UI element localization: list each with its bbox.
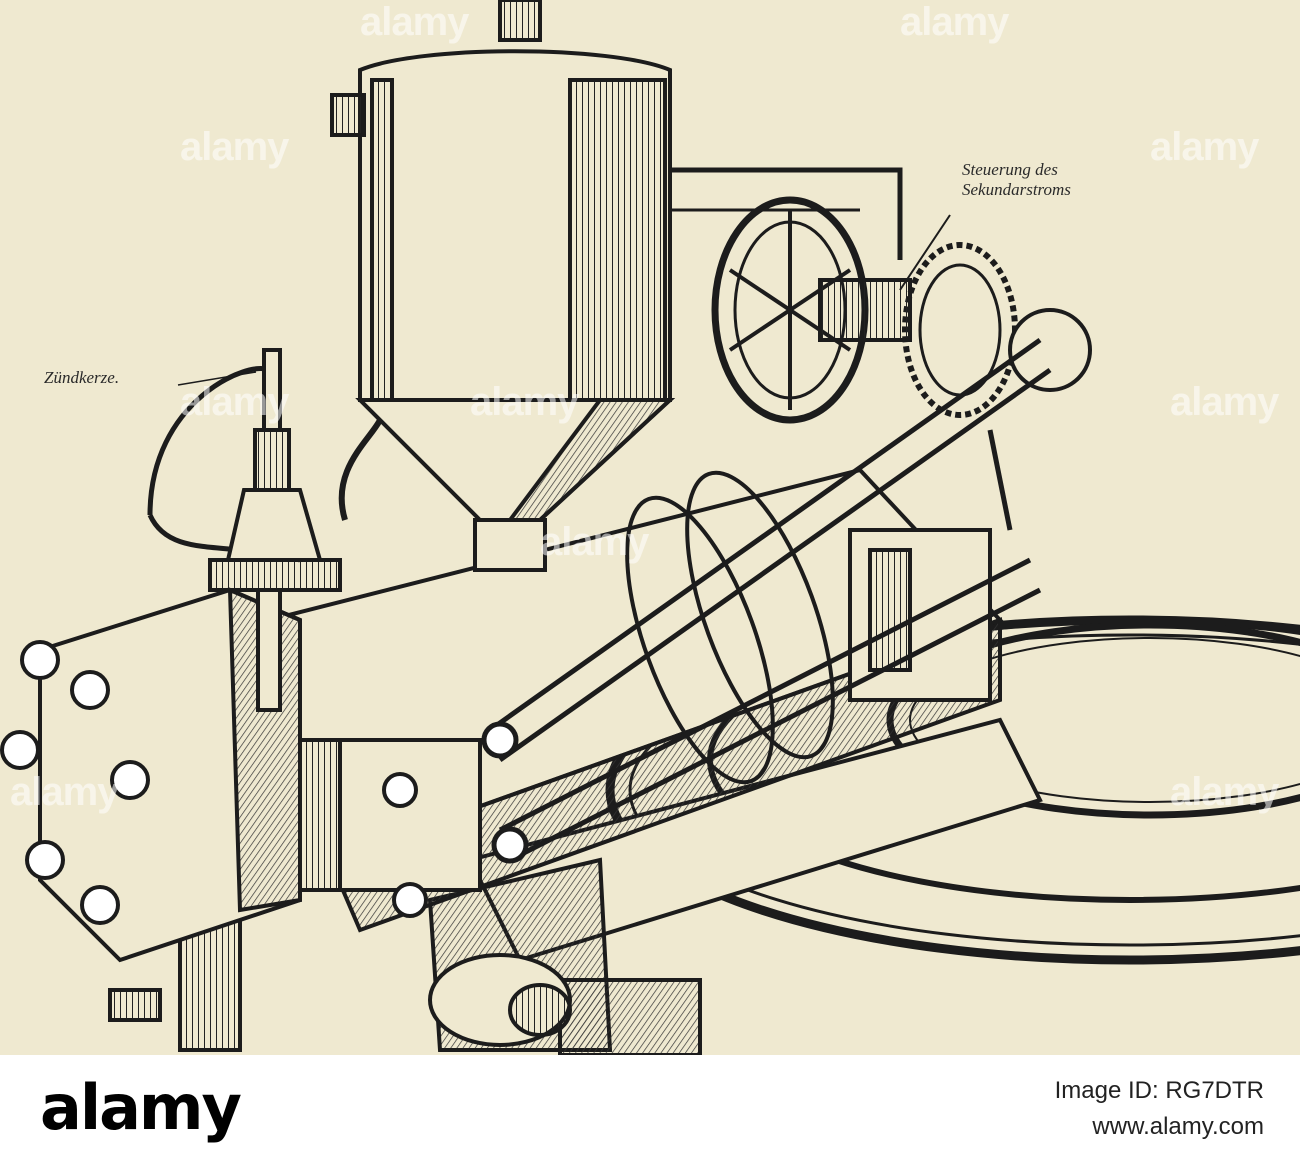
- label-line: Sekundarstroms: [962, 180, 1071, 200]
- site-url-link[interactable]: www.alamy.com: [1092, 1113, 1264, 1141]
- image-id-text: Image ID: RG7DTR: [1055, 1077, 1264, 1105]
- engine-illustration: alamy alamy alamy alamy alamy alamy alam…: [0, 0, 1300, 1055]
- valve-gear: [670, 170, 1090, 420]
- gas-engine-drawing: [0, 0, 1300, 1055]
- valve-control-label: Steuerung des Sekundarstroms: [962, 160, 1071, 200]
- spark-plug-label: Zündkerze.: [44, 368, 119, 388]
- cylinder-head: [2, 590, 300, 960]
- alamy-logo[interactable]: alamy: [40, 1071, 240, 1144]
- fuel-tank: [332, 0, 670, 570]
- label-line: Steuerung des: [962, 160, 1071, 180]
